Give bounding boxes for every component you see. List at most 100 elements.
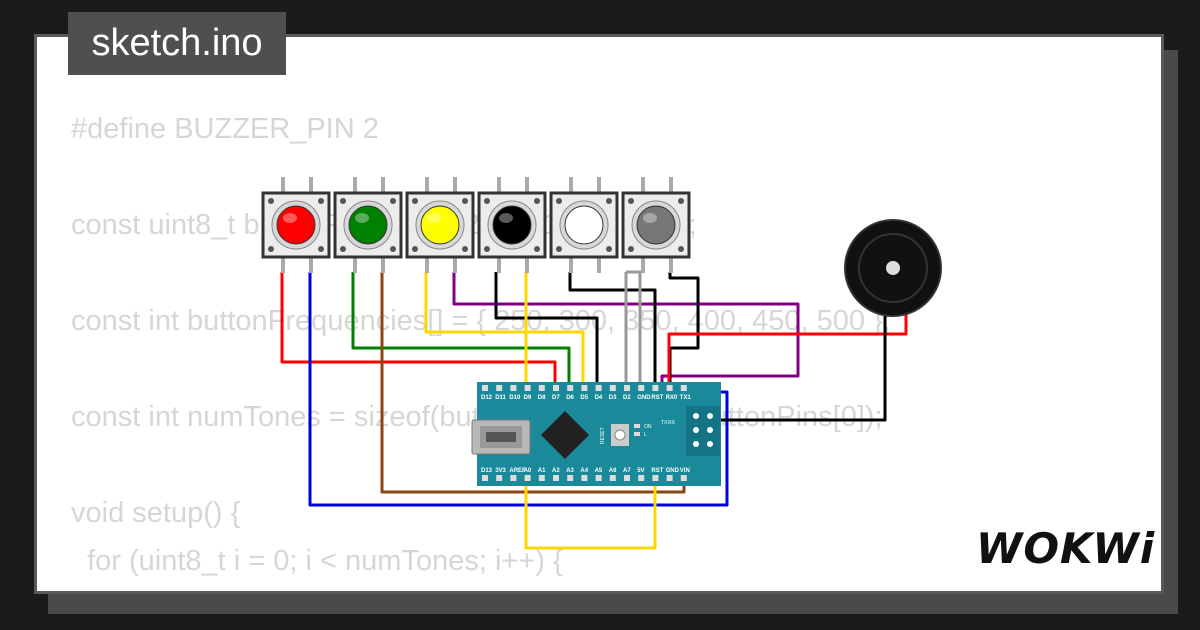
l-led-icon: [634, 432, 640, 436]
buzzer: [844, 219, 942, 317]
pin-label: D8: [538, 395, 546, 401]
pin-label: GND: [637, 395, 651, 401]
pushbutton-red[interactable]: [261, 177, 331, 273]
pin-label: D3: [609, 395, 617, 401]
pin-label: A5: [595, 468, 603, 474]
pin-label: D13: [481, 468, 493, 474]
button-cap-gray[interactable]: [636, 205, 676, 245]
pin-d5[interactable]: [581, 385, 588, 391]
wire-green-button: [351, 272, 571, 390]
button-cap-yellow[interactable]: [420, 205, 460, 245]
pin-d6[interactable]: [567, 385, 574, 391]
pin-label: D10: [509, 395, 521, 401]
code-line: void setup() {: [71, 497, 241, 529]
pin-label: D9: [524, 395, 532, 401]
pin-d8[interactable]: [538, 385, 545, 391]
wire-gray-button-2: [626, 270, 642, 390]
pin-gnd[interactable]: [666, 475, 673, 481]
pin-a5[interactable]: [595, 475, 602, 481]
wire-black-white-button: [568, 272, 657, 386]
pushbutton-white[interactable]: [549, 177, 619, 273]
microcontroller-chip-icon: [540, 410, 590, 460]
pin-a1[interactable]: [538, 475, 545, 481]
pin-label: RST: [651, 468, 663, 474]
on-label: ON: [644, 424, 652, 430]
button-cap-black[interactable]: [492, 205, 532, 245]
pin-label: D5: [580, 395, 588, 401]
code-line: for (uint8_t i = 0; i < numTones; i++) {: [71, 545, 563, 577]
pin-aref[interactable]: [510, 475, 517, 481]
wire-purple: [452, 272, 800, 386]
pin-d11[interactable]: [496, 385, 503, 391]
pin-label: RX0: [666, 395, 678, 401]
pin-rst[interactable]: [652, 385, 659, 391]
pin-d9[interactable]: [524, 385, 531, 391]
pushbutton-green[interactable]: [333, 177, 403, 273]
pin-gnd[interactable]: [638, 385, 645, 391]
pin-label: AREF: [509, 468, 526, 474]
pin-label: 5V: [637, 468, 644, 474]
pin-label: GND: [666, 468, 680, 474]
pin-d2[interactable]: [624, 385, 630, 391]
reset-label: RESET: [600, 427, 606, 444]
code-line: #define BUZZER_PIN 2: [71, 113, 379, 145]
pin-a6[interactable]: [609, 475, 616, 481]
pin-d13[interactable]: [482, 475, 488, 481]
pin-d12[interactable]: [482, 385, 488, 391]
pin-d4[interactable]: [595, 385, 602, 391]
pin-a7[interactable]: [624, 475, 630, 481]
wire-red-buzzer: [667, 314, 908, 386]
pin-label: D2: [623, 395, 631, 401]
reset-button-icon: [611, 424, 629, 446]
wire-black-button: [494, 272, 599, 390]
pushbutton-yellow[interactable]: [405, 177, 475, 273]
pin-a0[interactable]: [524, 475, 531, 481]
pin-label: A4: [580, 468, 588, 474]
pin-rx0[interactable]: [666, 385, 673, 391]
pin-label: D11: [495, 395, 506, 401]
pin-label: A0: [524, 468, 532, 474]
pin-a2[interactable]: [553, 475, 559, 481]
pin-label: A6: [609, 468, 617, 474]
pushbutton-gray[interactable]: [621, 177, 691, 273]
pin-label: D12: [481, 395, 493, 401]
pin-label: A3: [566, 468, 574, 474]
wire-black-gray-button: [668, 272, 700, 386]
wire-yellow-button: [424, 272, 585, 390]
pin-label: D6: [566, 395, 574, 401]
pin-d10[interactable]: [510, 385, 517, 391]
pin-d7[interactable]: [553, 385, 559, 391]
pin-label: TX1: [680, 395, 692, 401]
pin-rst[interactable]: [652, 475, 659, 481]
button-cap-red[interactable]: [276, 205, 316, 245]
pin-5v[interactable]: [638, 475, 645, 481]
pin-vin[interactable]: [680, 475, 687, 481]
pin-label: D7: [552, 395, 560, 401]
button-cap-white[interactable]: [564, 205, 604, 245]
wokwi-logo: WOKWi: [976, 524, 1156, 573]
pin-label: A1: [538, 468, 546, 474]
pin-label: A7: [623, 468, 631, 474]
pin-d3[interactable]: [609, 385, 616, 391]
pin-label: D4: [595, 395, 603, 401]
wire-red-button: [280, 272, 557, 390]
sketch-title: sketch.ino: [68, 12, 286, 75]
pin-a3[interactable]: [567, 475, 574, 481]
on-led-icon: [634, 424, 640, 428]
button-cap-green[interactable]: [348, 205, 388, 245]
pin-a4[interactable]: [581, 475, 588, 481]
icsp-header: [693, 413, 713, 447]
pin-label: VIN: [680, 468, 690, 474]
pin-label: 3V3: [495, 468, 506, 474]
pin-label: RST: [651, 395, 663, 401]
rx-label: RX: [668, 420, 676, 426]
usb-connector-icon: [471, 419, 531, 455]
tx-label: TX: [661, 420, 668, 426]
buzzer-hole-icon: [886, 261, 900, 275]
pin-3v3[interactable]: [496, 475, 503, 481]
l-label: L: [644, 432, 647, 438]
pin-tx1[interactable]: [680, 385, 687, 391]
pushbutton-black[interactable]: [477, 177, 547, 273]
